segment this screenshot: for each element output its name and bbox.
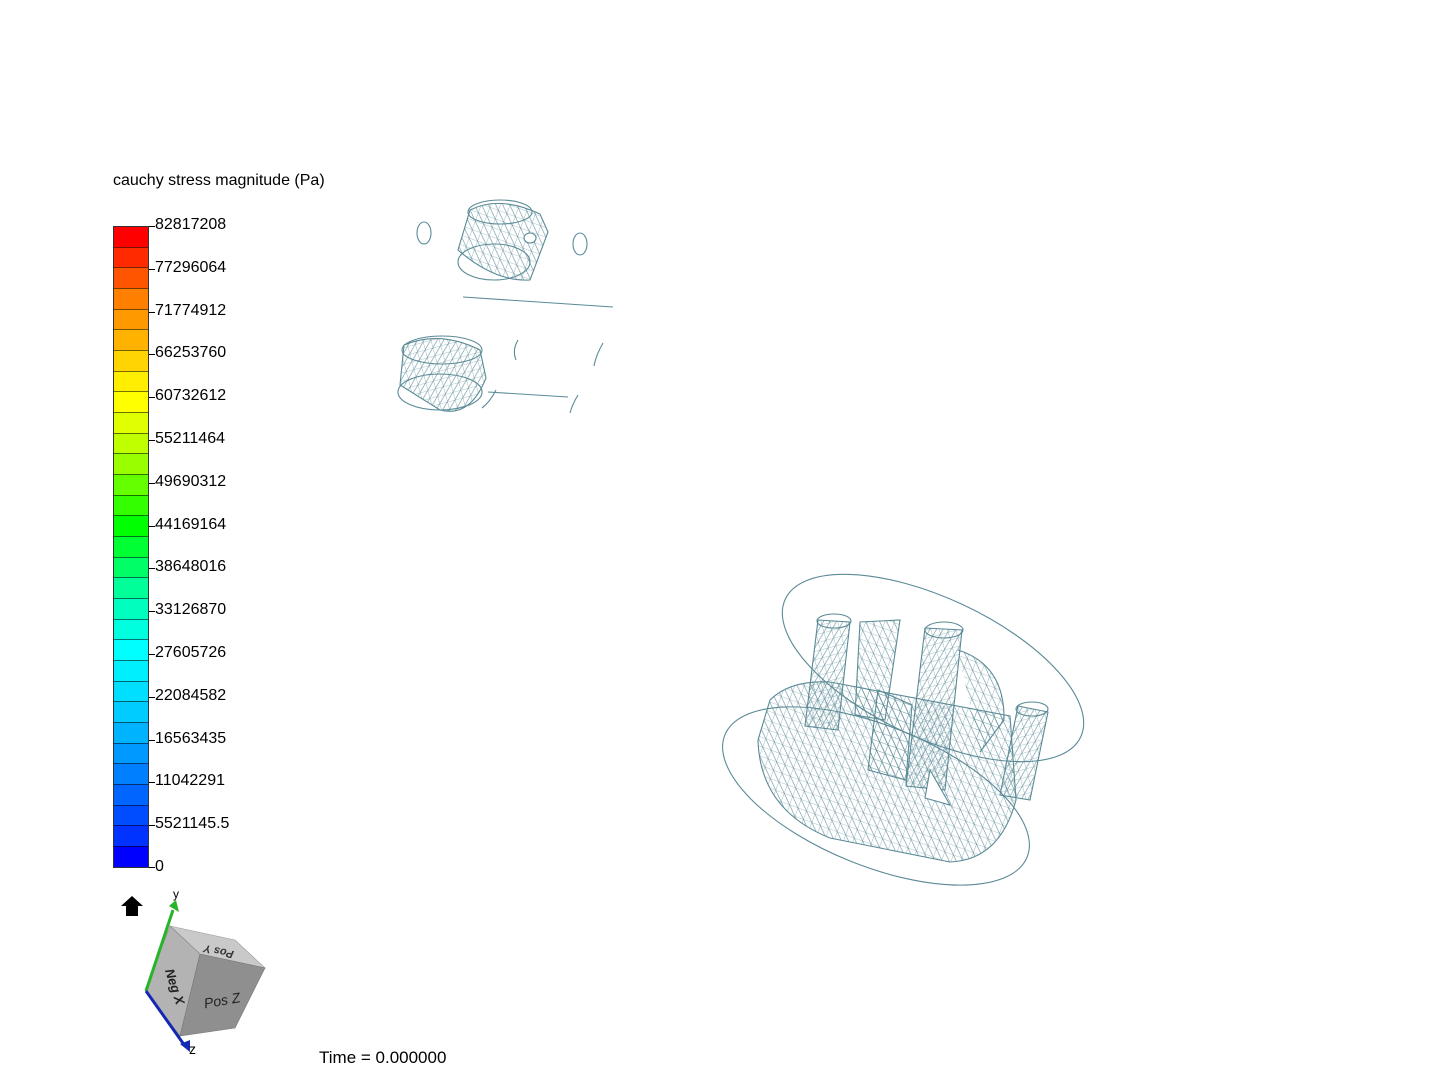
colorbar-segment <box>114 288 148 309</box>
colorbar-segment <box>114 536 148 557</box>
colorbar-segment <box>114 246 148 268</box>
colorbar-segment <box>114 701 148 723</box>
colorbar-tick-label: 49690312 <box>155 472 227 490</box>
y-axis-arrow <box>169 900 179 912</box>
colorbar-segment <box>114 308 148 330</box>
colorbar-tick-mark <box>149 611 155 613</box>
colorbar-segment <box>114 515 148 537</box>
small-part-upper <box>397 199 614 414</box>
legend-title: cauchy stress magnitude (Pa) <box>113 172 325 189</box>
colorbar-segment <box>114 763 148 785</box>
colorbar-segment <box>114 680 148 702</box>
colorbar-segment <box>114 660 148 681</box>
colorbar-tick-mark <box>149 654 155 655</box>
colorbar-tick-mark <box>149 696 155 698</box>
colorbar-segment <box>114 784 148 805</box>
stress-colorbar <box>113 226 149 868</box>
colorbar-tick-label: 16563435 <box>155 729 227 747</box>
colorbar-tick-label: 11042291 <box>155 772 225 790</box>
colorbar-tick-mark <box>149 568 155 570</box>
colorbar-tick-label: 66253760 <box>155 344 227 362</box>
colorbar-segment <box>114 329 148 351</box>
orientation-cube[interactable]: Pos Y Neg X Pos Z y z <box>110 888 290 1063</box>
colorbar-tick-mark <box>149 739 155 741</box>
z-axis-line <box>144 990 187 1047</box>
z-axis-label: z <box>189 1041 196 1057</box>
colorbar-segment <box>114 412 148 433</box>
colorbar-segment <box>114 432 148 454</box>
colorbar-tick-label: 5521145.5 <box>155 815 230 833</box>
colorbar-segment <box>114 453 148 475</box>
colorbar-tick-mark <box>149 482 155 484</box>
colorbar-tick-label: 38648016 <box>155 558 227 576</box>
colorbar-tick-mark <box>149 311 155 313</box>
colorbar-segment <box>114 391 148 413</box>
colorbar-segment <box>114 577 148 599</box>
colorbar-tick-label: 44169164 <box>155 515 227 533</box>
main-assembly <box>722 573 1085 886</box>
time-label: Time = 0.000000 <box>319 1048 447 1067</box>
colorbar-segment <box>114 474 148 495</box>
colorbar-tick-label: 55211464 <box>155 430 225 447</box>
colorbar-segment <box>114 742 148 764</box>
colorbar-tick-mark <box>149 268 155 270</box>
colorbar-tick-label: 0 <box>155 858 164 875</box>
colorbar-tick-mark <box>149 867 155 868</box>
colorbar-segment <box>114 494 148 516</box>
colorbar-tick-label: 82817208 <box>155 216 227 233</box>
colorbar-tick-label: 27605726 <box>155 644 227 661</box>
colorbar-tick-mark <box>149 440 155 441</box>
colorbar-tick-mark <box>149 397 155 399</box>
colorbar-tick-label: 33126870 <box>155 601 227 619</box>
colorbar-segment <box>114 825 148 847</box>
colorbar-segment <box>114 227 148 247</box>
colorbar-tick-mark <box>149 825 155 827</box>
cube-front-face <box>179 953 266 1037</box>
colorbar-segment <box>114 722 148 743</box>
colorbar-tick-mark <box>149 226 155 227</box>
z-axis-arrow <box>180 1040 190 1052</box>
colorbar-segment <box>114 370 148 392</box>
colorbar-segment <box>114 618 148 640</box>
colorbar-tick-label: 22084582 <box>155 686 227 704</box>
colorbar-segment <box>114 267 148 289</box>
colorbar-tick-mark <box>149 782 155 784</box>
y-axis-label: y <box>173 888 179 901</box>
colorbar-tick-mark <box>149 354 155 356</box>
colorbar-segment <box>114 556 148 578</box>
cube-front-label: Pos Z <box>203 989 242 1011</box>
colorbar-segment <box>114 598 148 619</box>
colorbar-segment <box>114 846 148 867</box>
colorbar-segment <box>114 350 148 371</box>
colorbar-tick-mark <box>149 525 155 527</box>
colorbar-segment <box>114 804 148 826</box>
colorbar-tick-label: 77296064 <box>155 258 227 276</box>
colorbar-tick-label: 71774912 <box>155 301 227 319</box>
colorbar-segment <box>114 639 148 661</box>
home-icon[interactable] <box>120 895 144 917</box>
colorbar-tick-label: 60732612 <box>155 387 227 405</box>
y-axis-line <box>144 909 175 992</box>
